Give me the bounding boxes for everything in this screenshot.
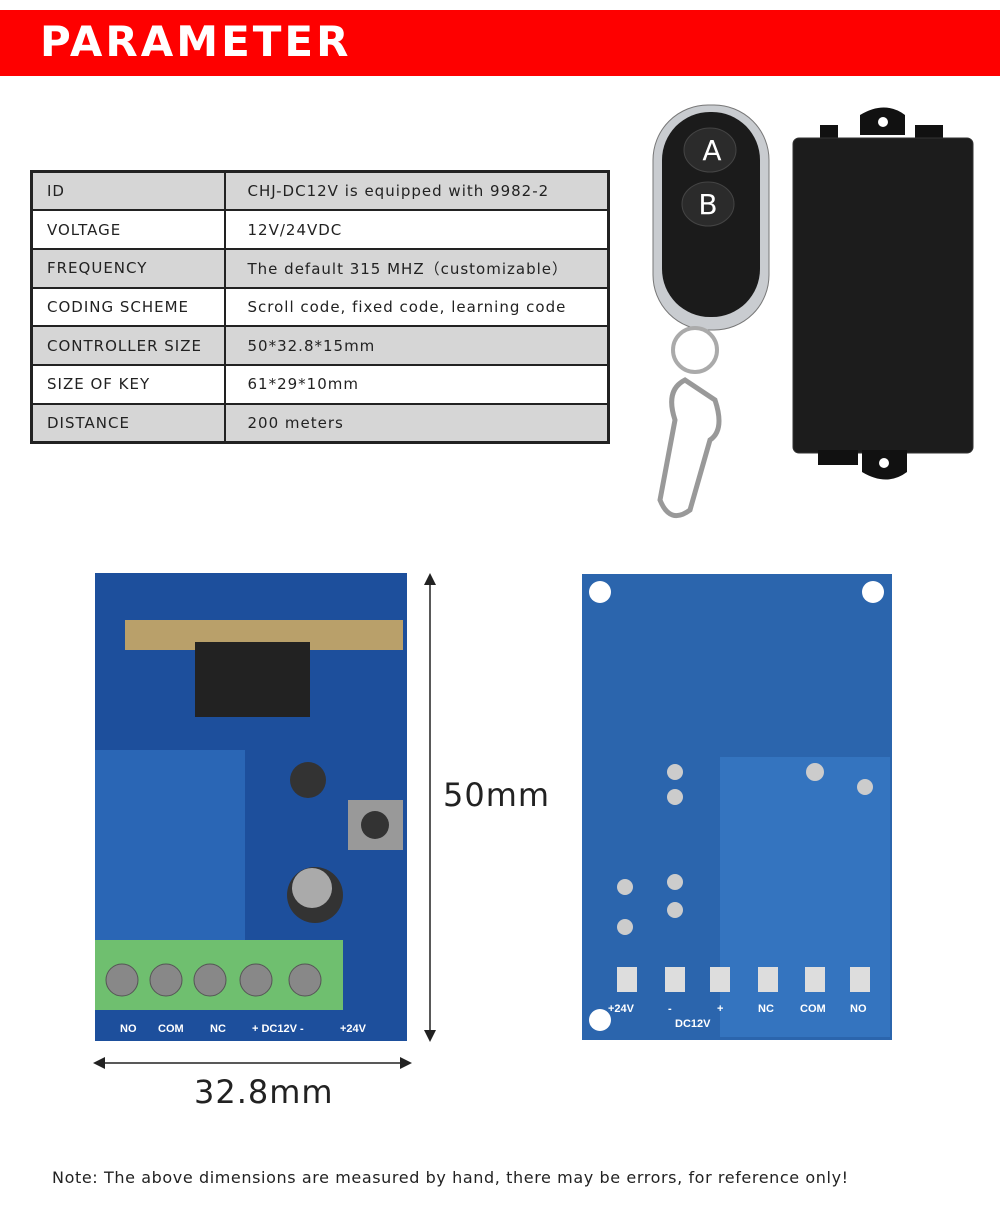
button-a-label: A <box>702 134 721 167</box>
param-label: DISTANCE <box>30 402 226 444</box>
width-dimension: 32.8mm <box>194 1073 334 1111</box>
terminal-label: NC <box>210 1023 226 1035</box>
height-dimension: 50mm <box>443 776 551 814</box>
param-label: CONTROLLER SIZE <box>30 325 226 366</box>
terminal-label: +24V <box>340 1023 367 1035</box>
param-value: 12V/24VDC <box>223 209 610 250</box>
terminal-label: NO <box>850 1003 867 1015</box>
param-value: Scroll code, fixed code, learning code <box>223 286 610 328</box>
terminal-label: NC <box>758 1003 774 1015</box>
param-label: VOLTAGE <box>30 209 226 250</box>
terminal-label: + <box>717 1003 723 1015</box>
terminal-label: - <box>668 1003 672 1015</box>
button-b-label: B <box>698 188 717 221</box>
pcb-front-image: NO COM NC + DC12V - +24V <box>95 573 407 1041</box>
param-label: ID <box>30 170 226 212</box>
param-value: CHJ-DC12V is equipped with 9982-2 <box>223 170 610 212</box>
terminal-label: DC12V <box>675 1018 711 1030</box>
receiver-case-image <box>792 107 974 480</box>
terminal-label: COM <box>158 1023 184 1035</box>
terminal-label: COM <box>800 1003 826 1015</box>
param-label: SIZE OF KEY <box>30 363 226 405</box>
header-banner: PARAMETER <box>0 10 1000 76</box>
terminal-label: +24V <box>608 1003 635 1015</box>
pcb-back-image: +24V - DC12V + NC COM NO <box>582 574 892 1040</box>
param-label: CODING SCHEME <box>30 286 226 328</box>
terminal-label: + DC12V - <box>252 1023 304 1035</box>
terminal-label: NO <box>120 1023 137 1035</box>
measurement-note: Note: The above dimensions are measured … <box>52 1168 849 1187</box>
param-value: The default 315 MHZ（customizable） <box>223 247 610 289</box>
remote-key-image: A B <box>652 104 770 519</box>
dimension-arrows <box>93 573 436 1069</box>
param-value: 50*32.8*15mm <box>223 325 610 366</box>
param-label: FREQUENCY <box>30 247 226 289</box>
param-value: 61*29*10mm <box>223 363 610 405</box>
page-title: PARAMETER <box>40 17 352 66</box>
param-value: 200 meters <box>223 402 610 444</box>
